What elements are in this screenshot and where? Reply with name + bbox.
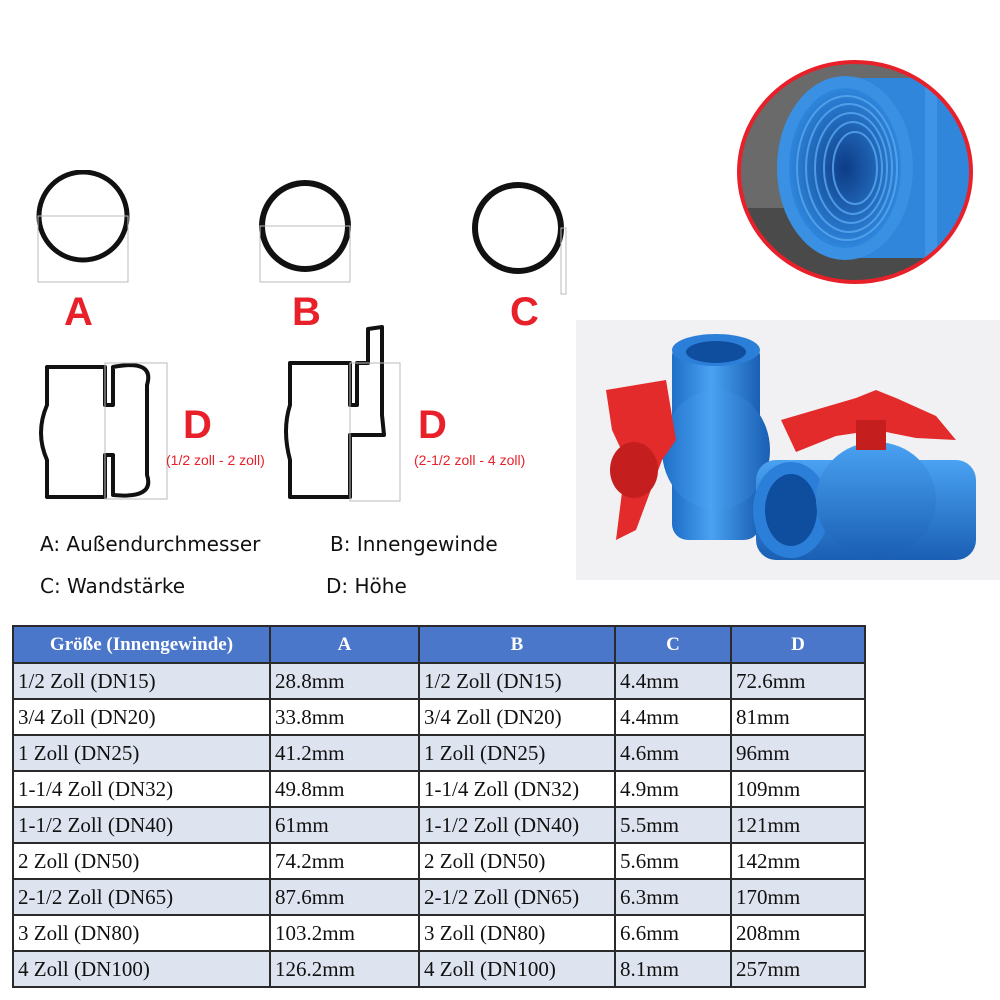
cell-c: 4.4mm (614, 698, 732, 736)
range-d-large: (2-1/2 zoll - 4 zoll) (414, 452, 526, 468)
label-d-large: D (418, 403, 447, 447)
valve-profile-small (39, 362, 168, 500)
legend-a: A: Außendurchmesser (40, 532, 261, 556)
cell-c: 6.6mm (614, 914, 732, 952)
cell-d: 109mm (730, 770, 866, 808)
cell-d: 170mm (730, 878, 866, 916)
cell-a: 126.2mm (269, 950, 420, 988)
cell-a: 74.2mm (269, 842, 420, 880)
table-row: 1/2 Zoll (DN15) 28.8mm 1/2 Zoll (DN15) 4… (12, 662, 866, 700)
cell-c: 5.5mm (614, 806, 732, 844)
size-spec-table: Größe (Innengewinde) A B C D 1/2 Zoll (D… (12, 625, 866, 988)
diagram-c-wall-thickness (472, 182, 567, 295)
header-size: Größe (Innengewinde) (12, 625, 271, 664)
table-row: 2-1/2 Zoll (DN65) 87.6mm 2-1/2 Zoll (DN6… (12, 878, 866, 916)
cell-d: 142mm (730, 842, 866, 880)
cell-b: 1-1/2 Zoll (DN40) (418, 806, 616, 844)
ball-valve-photo (576, 320, 1000, 580)
table-row: 2 Zoll (DN50) 74.2mm 2 Zoll (DN50) 5.6mm… (12, 842, 866, 880)
cell-c: 4.9mm (614, 770, 732, 808)
cell-c: 8.1mm (614, 950, 732, 988)
cell-size: 2-1/2 Zoll (DN65) (12, 878, 271, 916)
header-b: B (418, 625, 616, 664)
cell-b: 1 Zoll (DN25) (418, 734, 616, 772)
table-header-row: Größe (Innengewinde) A B C D (12, 625, 866, 664)
thread-closeup-photo (737, 60, 973, 284)
cell-b: 4 Zoll (DN100) (418, 950, 616, 988)
diagram-a-outer-diameter (36, 170, 130, 283)
cell-c: 5.6mm (614, 842, 732, 880)
cell-b: 1/2 Zoll (DN15) (418, 662, 616, 700)
cell-a: 61mm (269, 806, 420, 844)
cell-d: 72.6mm (730, 662, 866, 700)
cell-size: 1 Zoll (DN25) (12, 734, 271, 772)
left-valve-icon (606, 334, 770, 540)
cell-b: 2-1/2 Zoll (DN65) (418, 878, 616, 916)
header-d: D (730, 625, 866, 664)
legend-c: C: Wandstärke (40, 574, 186, 598)
table-row: 1 Zoll (DN25) 41.2mm 1 Zoll (DN25) 4.6mm… (12, 734, 866, 772)
table-row: 4 Zoll (DN100) 126.2mm 4 Zoll (DN100) 8.… (12, 950, 866, 988)
table-row: 1-1/4 Zoll (DN32) 49.8mm 1-1/4 Zoll (DN3… (12, 770, 866, 808)
cell-a: 103.2mm (269, 914, 420, 952)
table-row: 1-1/2 Zoll (DN40) 61mm 1-1/2 Zoll (DN40)… (12, 806, 866, 844)
cell-size: 3 Zoll (DN80) (12, 914, 271, 952)
diagram-b-inner-thread (259, 180, 351, 283)
table-row: 3/4 Zoll (DN20) 33.8mm 3/4 Zoll (DN20) 4… (12, 698, 866, 736)
cell-size: 1-1/4 Zoll (DN32) (12, 770, 271, 808)
cell-b: 3 Zoll (DN80) (418, 914, 616, 952)
cell-a: 87.6mm (269, 878, 420, 916)
table-row: 3 Zoll (DN80) 103.2mm 3 Zoll (DN80) 6.6m… (12, 914, 866, 952)
cell-a: 33.8mm (269, 698, 420, 736)
range-d-small: (1/2 zoll - 2 zoll) (166, 452, 265, 468)
cell-b: 3/4 Zoll (DN20) (418, 698, 616, 736)
label-d-small: D (183, 403, 212, 447)
cell-a: 49.8mm (269, 770, 420, 808)
cell-size: 2 Zoll (DN50) (12, 842, 271, 880)
header-a: A (269, 625, 420, 664)
cell-d: 121mm (730, 806, 866, 844)
cell-b: 1-1/4 Zoll (DN32) (418, 770, 616, 808)
legend-d: D: Höhe (326, 574, 407, 598)
cell-d: 96mm (730, 734, 866, 772)
cell-c: 4.6mm (614, 734, 732, 772)
cell-d: 257mm (730, 950, 866, 988)
right-valve-icon (753, 390, 976, 560)
cell-size: 3/4 Zoll (DN20) (12, 698, 271, 736)
cell-size: 1/2 Zoll (DN15) (12, 662, 271, 700)
cell-d: 208mm (730, 914, 866, 952)
cell-c: 6.3mm (614, 878, 732, 916)
valve-profile-large (284, 325, 401, 502)
cell-c: 4.4mm (614, 662, 732, 700)
label-b: B (292, 290, 321, 334)
label-a: A (64, 290, 93, 334)
cell-d: 81mm (730, 698, 866, 736)
header-c: C (614, 625, 732, 664)
cell-a: 41.2mm (269, 734, 420, 772)
cell-size: 4 Zoll (DN100) (12, 950, 271, 988)
circle-diagrams (36, 170, 567, 295)
cell-b: 2 Zoll (DN50) (418, 842, 616, 880)
cell-size: 1-1/2 Zoll (DN40) (12, 806, 271, 844)
cell-a: 28.8mm (269, 662, 420, 700)
legend-b: B: Innengewinde (330, 532, 498, 556)
label-c: C (510, 290, 539, 334)
